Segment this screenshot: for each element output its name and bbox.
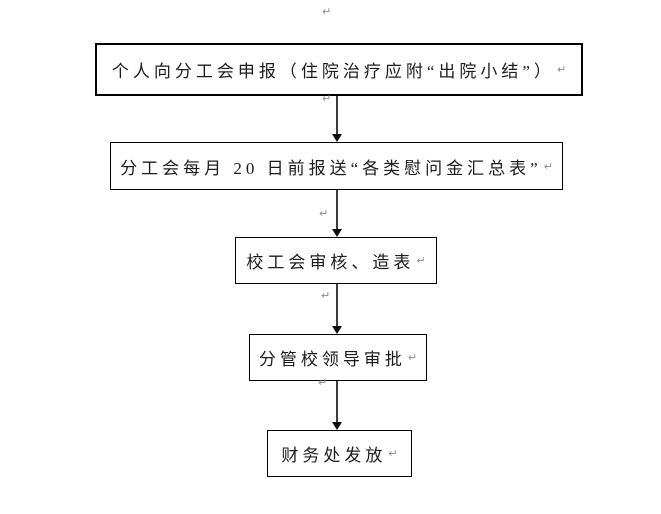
paragraph-mark: ↵ [318, 376, 328, 389]
flow-arrow-3 [331, 284, 343, 334]
step-monthly-report: 分工会每月 20 日前报送“各类慰问金汇总表” ↵ [110, 142, 563, 190]
step-label: 分管校领导审批 [258, 350, 406, 369]
paragraph-mark: ↵ [543, 159, 553, 173]
paragraph-mark: ↵ [322, 92, 332, 105]
flow-arrow-2 [331, 190, 343, 237]
paragraph-mark: ↵ [416, 254, 426, 267]
step-leader-approval: 分管校领导审批 ↵ [249, 334, 427, 381]
step-personal-declaration: 个人向分工会申报（住院治疗应附“出院小结”） ↵ [95, 43, 583, 96]
paragraph-mark: ↵ [321, 289, 331, 302]
paragraph-mark: ↵ [388, 447, 398, 460]
step-label: 个人向分工会申报（住院治疗应附“出院小结”） [111, 62, 555, 81]
paragraph-mark: ↵ [322, 5, 332, 18]
paragraph-mark: ↵ [319, 207, 329, 220]
paragraph-mark: ↵ [407, 351, 418, 364]
step-finance-payment: 财务处发放 ↵ [267, 430, 412, 477]
arrow-down-icon [332, 229, 342, 237]
step-label: 分工会每月 20 日前报送“各类慰问金汇总表” [120, 158, 542, 178]
step-union-review: 校工会审核、造表 ↵ [235, 237, 437, 284]
flow-arrow-1 [331, 96, 343, 142]
arrow-down-icon [332, 422, 342, 430]
arrow-down-icon [332, 326, 342, 334]
arrow-line [336, 381, 338, 422]
flow-arrow-4 [331, 381, 343, 430]
arrow-line [336, 96, 338, 134]
arrow-line [336, 284, 338, 326]
arrow-down-icon [332, 134, 342, 142]
step-label: 财务处发放 [281, 446, 387, 465]
arrow-line [336, 190, 338, 229]
step-label: 校工会审核、造表 [246, 253, 415, 272]
paragraph-mark: ↵ [556, 63, 567, 76]
